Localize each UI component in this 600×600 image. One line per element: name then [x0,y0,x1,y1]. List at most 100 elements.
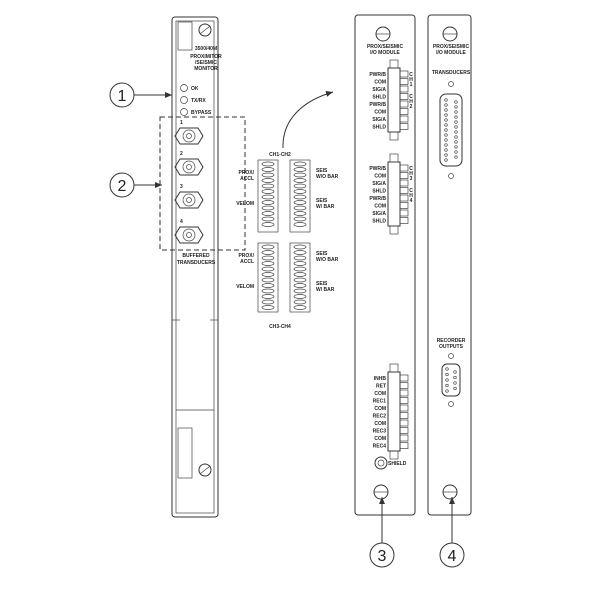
db9-connector [441,363,461,397]
db25-pin [454,140,458,144]
jumper-pin [261,261,275,266]
channel-number: 4 [180,219,183,225]
terminal-label: COM [374,174,386,180]
jumper-pin [261,194,275,200]
terminal-label: PWR/B [369,102,386,108]
buffered-label: TRANSDUCERS [177,260,216,266]
prox-accl-label: ACCL [240,259,254,265]
terminal-screw[interactable] [399,412,409,419]
terminal-screw[interactable] [399,404,409,412]
terminal-screw[interactable] [399,187,409,194]
jumper-pin [293,167,307,172]
db25-pin [454,115,458,119]
seis-w-bar-label: W/ BAR [316,287,335,293]
jumper-pin [261,178,275,183]
db25-pin [444,123,448,127]
seis-label: SEIS [316,198,328,204]
terminal-label: SIG/A [372,211,386,217]
led-indicator [180,108,188,116]
buffered-transducers-box [159,116,246,251]
terminal-screw[interactable] [399,179,409,187]
terminal-screw[interactable] [399,209,409,217]
ch3-ch4-label: CH3-CH4 [269,324,291,330]
prox-accl-label: PROX/ [238,253,254,259]
terminal-label: SHLD [372,189,386,195]
jumper-pin [261,189,275,194]
terminal-screw[interactable] [399,70,409,78]
db25-pin [454,130,458,134]
terminal-screw[interactable] [399,397,409,404]
led-label: BYPASS [191,110,212,116]
terminal-screw[interactable] [399,93,409,100]
bnc-connector-icon[interactable] [174,191,204,209]
terminal-screw[interactable] [399,108,409,115]
handle [177,21,193,51]
terminal-screw[interactable] [399,194,409,202]
jumper-pin [293,305,307,310]
terminal-block [387,371,401,452]
terminal-screw[interactable] [399,202,409,209]
model-label: 3500/40M [195,46,217,52]
callout-1: 1 [109,82,172,108]
bnc-connector-icon[interactable] [174,127,204,145]
terminal-screw[interactable] [399,78,409,85]
terminal-screw[interactable] [399,389,409,397]
channel-mark: C [409,94,413,100]
terminal-label: SHLD [372,95,386,101]
db25-pin [454,100,458,104]
terminal-screw[interactable] [399,382,409,389]
terminal-label: COM [374,391,386,397]
db25-pin [444,113,448,117]
jumper-pin [261,299,275,305]
seis-wo-bar-label: W/O BAR [316,257,339,263]
db25-pin [444,143,448,147]
jumper-pin [261,161,275,167]
led-label: TX/RX [191,98,206,104]
terminal-screw[interactable] [399,164,409,172]
terminal-label: REC3 [373,429,387,435]
module-title: PROX/SEISMIC [367,44,404,50]
channel-mark: H [409,171,413,177]
led-indicator [180,84,188,92]
terminal-screw[interactable] [399,217,409,224]
channel-mark: H [409,99,413,105]
terminal-block [387,161,401,227]
velom-label: VELOM [236,201,254,207]
db25-pin [444,133,448,137]
jumper-pin [293,266,307,272]
terminal-screw[interactable] [399,115,409,123]
terminal-screw[interactable] [399,123,409,130]
jumper-pin [293,299,307,305]
jumper-pin [293,194,307,200]
bnc-connector-icon[interactable] [174,158,204,176]
callout-2: 2 [109,172,162,198]
terminal-screw[interactable] [399,85,409,93]
jumper-pin [261,222,275,227]
jumper-pin [261,211,275,216]
terminal-screw[interactable] [399,427,409,434]
terminal-screw[interactable] [399,442,409,449]
terminal-screw[interactable] [399,172,409,179]
jumper-pin [261,272,275,277]
db25-pin [444,128,448,132]
db9-pin [453,381,457,385]
db9-pin [453,386,457,391]
bnc-connector-icon[interactable] [174,226,204,244]
terminal-screw[interactable] [399,434,409,442]
ch1-ch2-label: CH1-CH2 [269,152,291,158]
jumper-pin [261,277,275,283]
jumper-pin [261,283,275,288]
terminal-screw[interactable] [399,100,409,108]
jumper-pin [261,266,275,272]
jumper-pin [293,261,307,266]
terminal-screw[interactable] [399,374,409,382]
jumper-pin [293,255,307,261]
jumper-pin [293,189,307,194]
terminal-screw[interactable] [399,419,409,427]
db25-pin [454,150,458,154]
jumper-pin [261,183,275,189]
channel-mark: H [409,193,413,199]
callout-4: 4 [439,497,465,568]
db25-pin [454,125,458,129]
